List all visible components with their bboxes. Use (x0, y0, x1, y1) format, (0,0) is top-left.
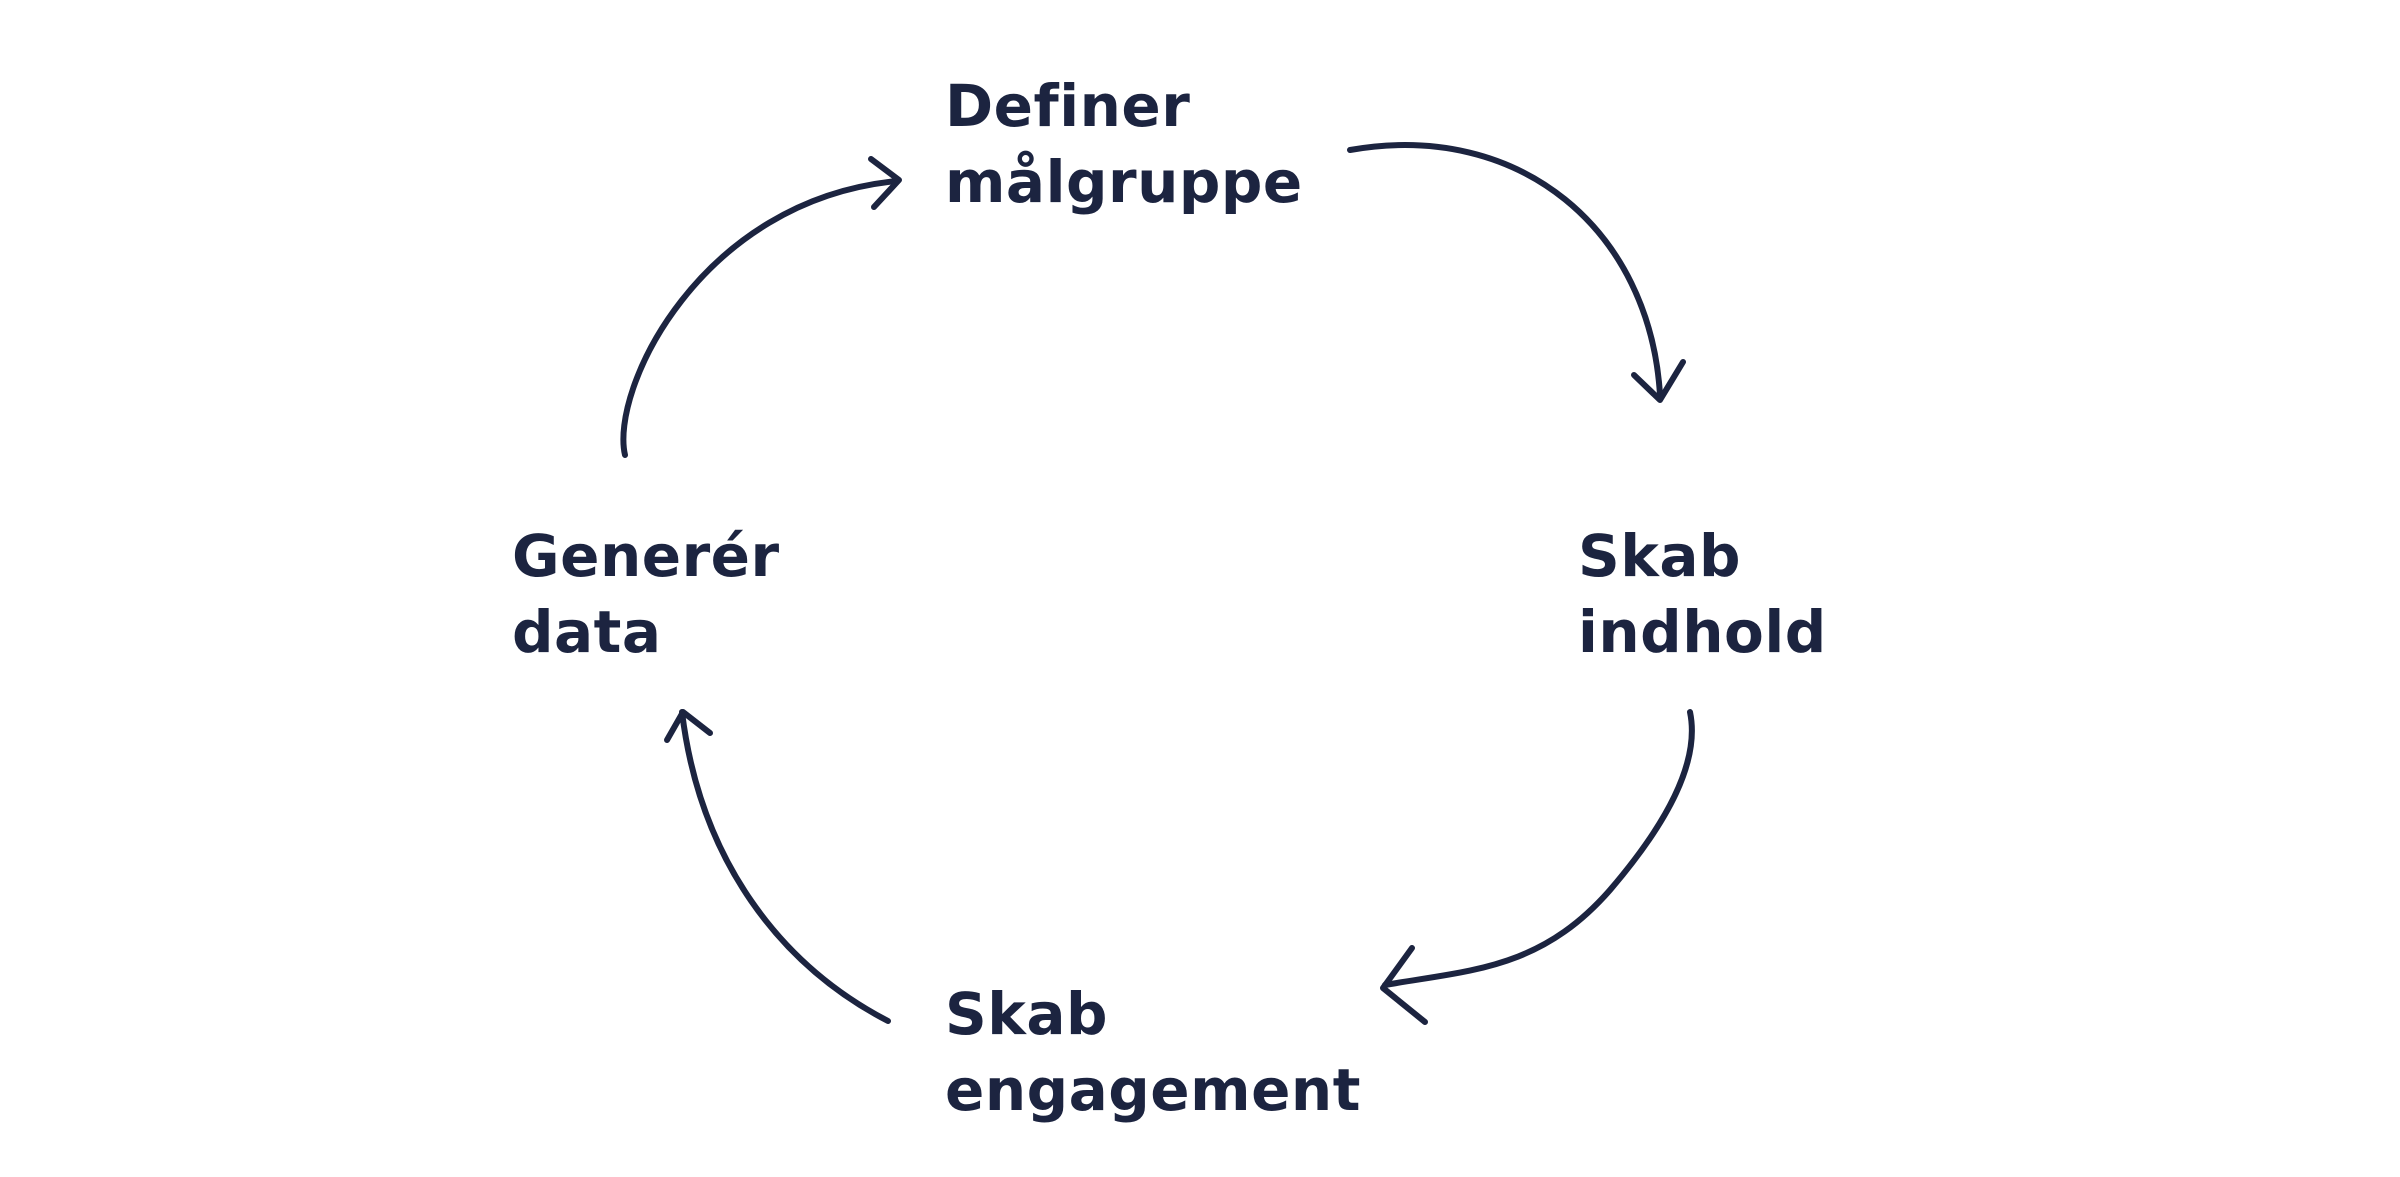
stage-create-engagement: Skab engagement (945, 976, 1361, 1128)
stage-label-line: Skab (1578, 522, 1742, 590)
arrow-content-to-engage (1382, 709, 1695, 988)
stage-label-line: data (512, 598, 662, 666)
stage-label-line: indhold (1578, 598, 1827, 666)
arrow-define-to-content (1347, 142, 1663, 398)
stage-label-line: Definer (945, 72, 1191, 140)
arrowhead-define-to-content (1631, 359, 1686, 403)
arrowhead-content-to-engage (1380, 945, 1428, 1025)
arrow-data-to-define (620, 178, 900, 458)
arrowhead-engage-to-data (664, 709, 713, 743)
stage-label-line: Generér (512, 522, 780, 590)
arrowhead-data-to-define (868, 156, 902, 210)
stage-create-content: Skab indhold (1578, 518, 1827, 670)
stage-label-line: målgruppe (945, 148, 1303, 216)
stage-generate-data: Generér data (512, 518, 780, 670)
arrow-engage-to-data (679, 709, 891, 1024)
stage-define-target-group: Definer målgruppe (945, 68, 1303, 220)
stage-label-line: Skab (945, 980, 1109, 1048)
stage-label-line: engagement (945, 1056, 1361, 1124)
